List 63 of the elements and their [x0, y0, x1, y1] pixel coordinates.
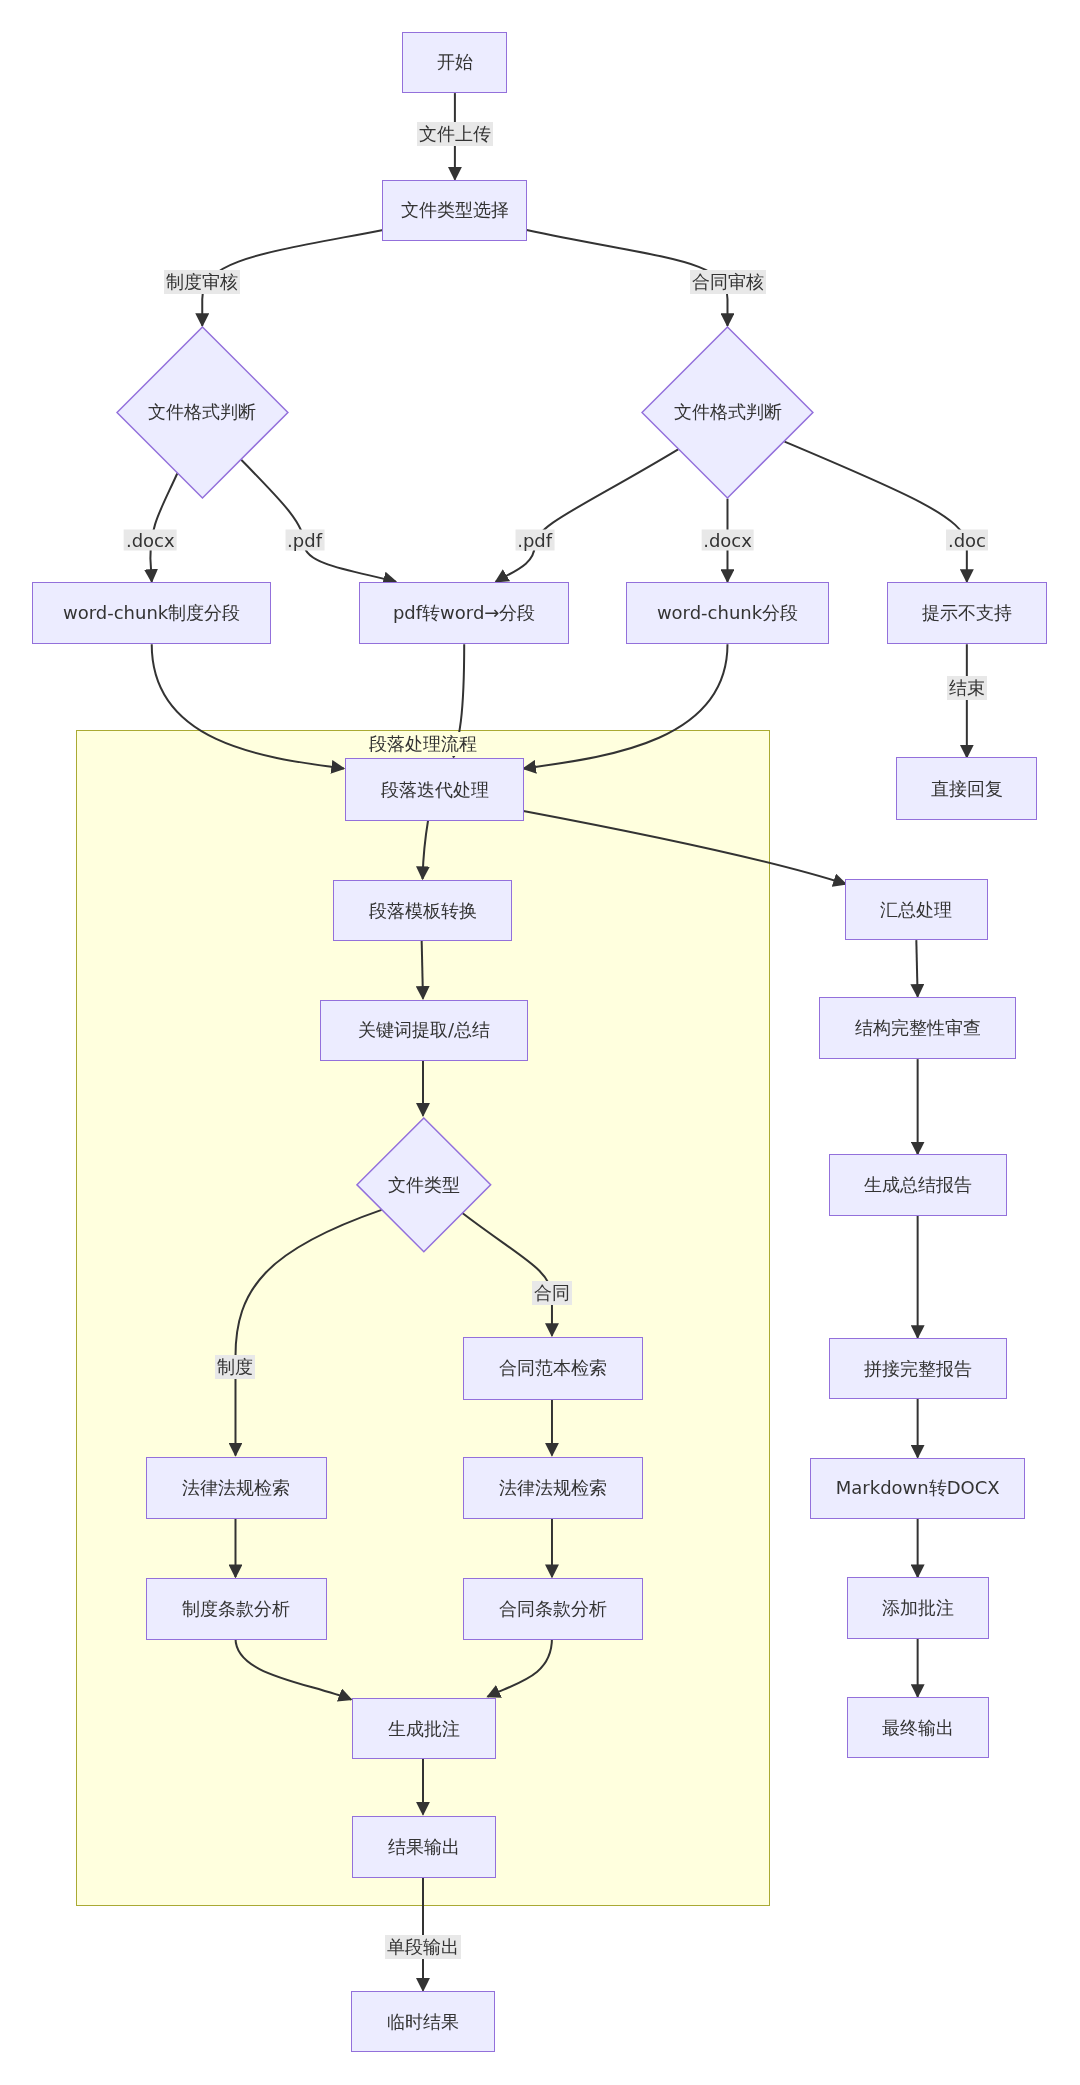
subgraph-panel: [75, 730, 771, 1906]
arrow: [783, 440, 974, 584]
arrow: [545, 1516, 559, 1579]
arrow: [910, 1214, 925, 1340]
arrow: [416, 1058, 430, 1118]
edge-label: .doc: [945, 529, 988, 551]
process-box: 法律法规检索: [463, 1456, 643, 1520]
arrow: [910, 1637, 925, 1699]
process-box: 结构完整性审查: [819, 996, 1017, 1060]
process-box: 生成总结报告: [828, 1154, 1007, 1216]
process-box: 合同范本检索: [463, 1337, 643, 1400]
decision-diamond: 文件格式判断: [641, 325, 814, 499]
arrow: [910, 1517, 925, 1579]
arrow: [494, 448, 680, 583]
process-box: 合同条款分析: [463, 1578, 643, 1640]
decision-diamond: 文件类型: [356, 1116, 492, 1253]
process-box: word-chunk制度分段: [31, 581, 272, 645]
arrow: [150, 643, 346, 774]
process-box: 提示不支持: [887, 581, 1047, 645]
process-box: 汇总处理: [845, 879, 988, 941]
edge-label: 结束: [946, 675, 987, 700]
process-box: 关键词提取/总结: [320, 999, 528, 1061]
arrow: [522, 810, 848, 888]
arrow: [910, 1397, 925, 1459]
process-box: 段落迭代处理: [344, 758, 525, 821]
edge-label: 制度: [215, 1355, 256, 1380]
arrow: [415, 939, 430, 1000]
process-box: 段落模板转换: [332, 880, 513, 942]
arrow: [522, 643, 729, 774]
edge-label: .docx: [701, 529, 754, 551]
arrow: [415, 818, 430, 881]
process-box: 结果输出: [352, 1815, 496, 1879]
arrow: [910, 939, 925, 998]
arrow: [910, 1058, 925, 1156]
process-box: pdf转word→分段: [359, 581, 570, 645]
process-box: word-chunk分段: [626, 581, 829, 645]
decision-diamond: 文件格式判断: [115, 325, 289, 499]
process-box: 最终输出: [846, 1697, 989, 1759]
edge-label: 单段输出: [384, 1935, 461, 1960]
arrow: [228, 1516, 243, 1579]
arrow: [234, 1637, 353, 1702]
process-box: Markdown转DOCX: [810, 1457, 1026, 1519]
arrow: [486, 1637, 553, 1698]
process-box: 临时结果: [351, 1991, 495, 2053]
arrow: [195, 228, 385, 328]
edge-label: .pdf: [285, 529, 325, 551]
arrow: [416, 1756, 430, 1816]
edge-label: .pdf: [515, 529, 555, 551]
edge-label: .docx: [123, 529, 177, 551]
arrow: [450, 643, 466, 759]
process-box: 添加批注: [846, 1577, 989, 1639]
process-box: 直接回复: [896, 757, 1038, 820]
edge-label: 制度审核: [164, 269, 241, 294]
process-box: 开始: [402, 31, 508, 94]
process-box: 生成批注: [352, 1698, 496, 1760]
arrow: [228, 1208, 383, 1457]
process-box: 文件类型选择: [382, 179, 528, 241]
process-box: 制度条款分析: [145, 1578, 327, 1640]
edge-label: 合同审核: [689, 269, 766, 294]
process-box: 拼接完整报告: [828, 1338, 1007, 1400]
arrow: [545, 1397, 559, 1457]
edge-label: 文件上传: [416, 122, 493, 147]
process-box: 法律法规检索: [145, 1456, 327, 1520]
